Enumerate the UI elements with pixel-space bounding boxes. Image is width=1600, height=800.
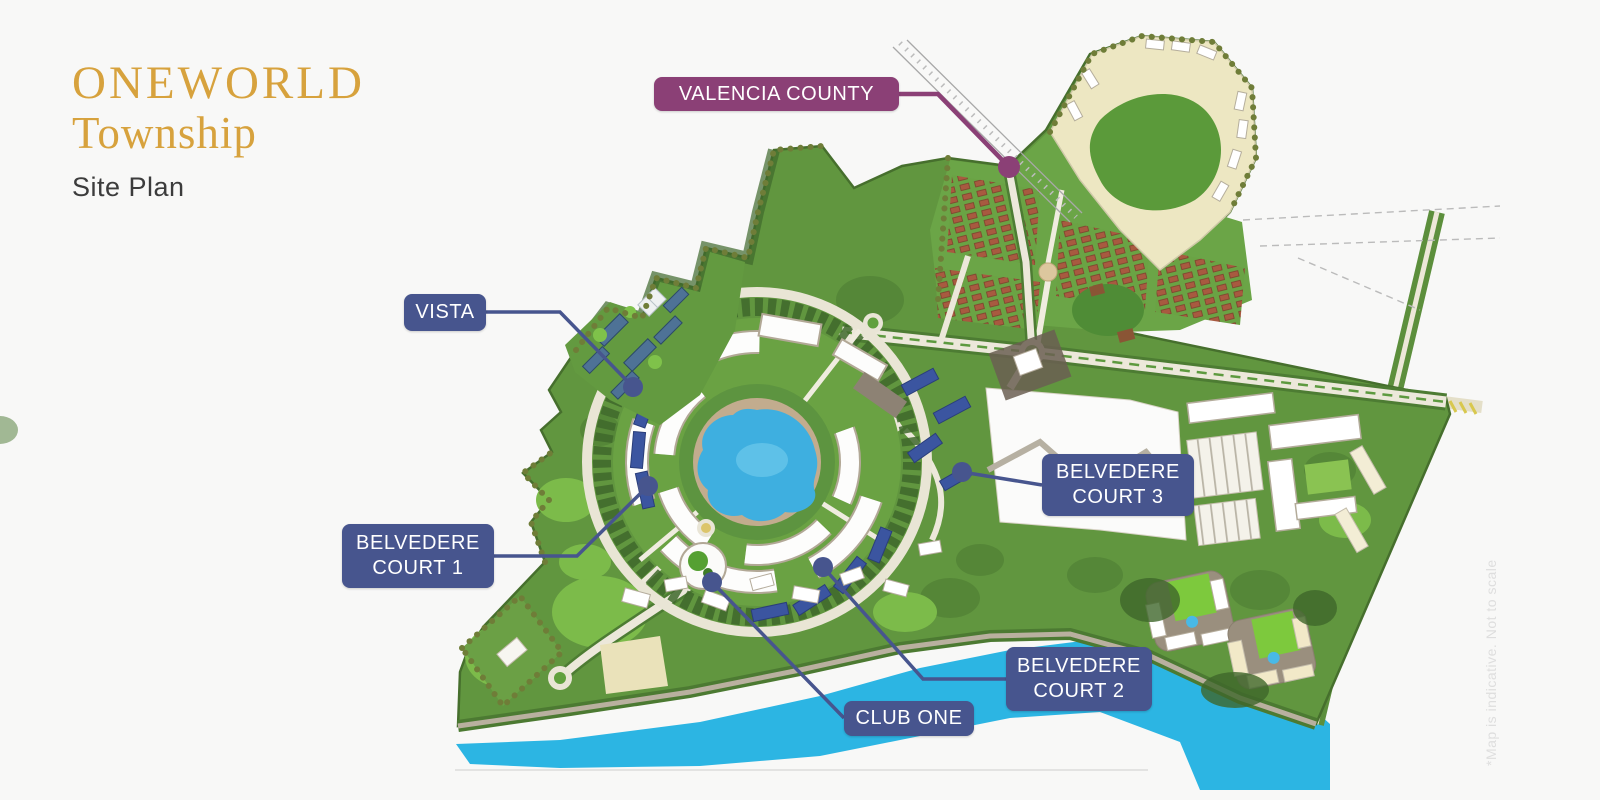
page-title: Site Plan — [72, 172, 185, 202]
belvedere-court-2-marker-dot — [813, 557, 833, 577]
belvedere-court-1-marker-dot — [638, 476, 658, 496]
belvedere-court-1-label[interactable]: BELVEDERE COURT 1 — [342, 524, 494, 588]
valencia-county-label[interactable]: VALENCIA COUNTY — [654, 77, 899, 111]
brand-block: ONEWORLD Township Site Plan — [72, 58, 365, 202]
map-disclaimer: *Map is indicative. Not to scale — [1483, 559, 1499, 766]
belvedere-court-3-label[interactable]: BELVEDERE COURT 3 — [1042, 454, 1194, 516]
vista-label[interactable]: VISTA — [404, 294, 486, 331]
office-district — [1186, 391, 1387, 554]
tree-dot-borders — [458, 32, 1260, 711]
valencia-county-marker-dot — [998, 156, 1020, 178]
brand-title: ONEWORLD — [72, 57, 365, 109]
future-road-dashes — [892, 39, 1501, 311]
golf-meadow-quarter — [1049, 35, 1257, 271]
brand-subtitle-township: Township — [72, 108, 257, 158]
club-one-marker-dot — [702, 572, 722, 592]
courtyard-clusters — [1120, 570, 1337, 708]
callout-connectors — [486, 91, 1043, 720]
belvedere-court-2-label[interactable]: BELVEDERE COURT 2 — [1006, 647, 1152, 711]
south-shore-district — [462, 539, 943, 706]
belvedere-court-3-marker-dot — [952, 462, 972, 482]
vista-marker-dot — [623, 377, 643, 397]
club-one-label[interactable]: CLUB ONE — [844, 701, 974, 736]
